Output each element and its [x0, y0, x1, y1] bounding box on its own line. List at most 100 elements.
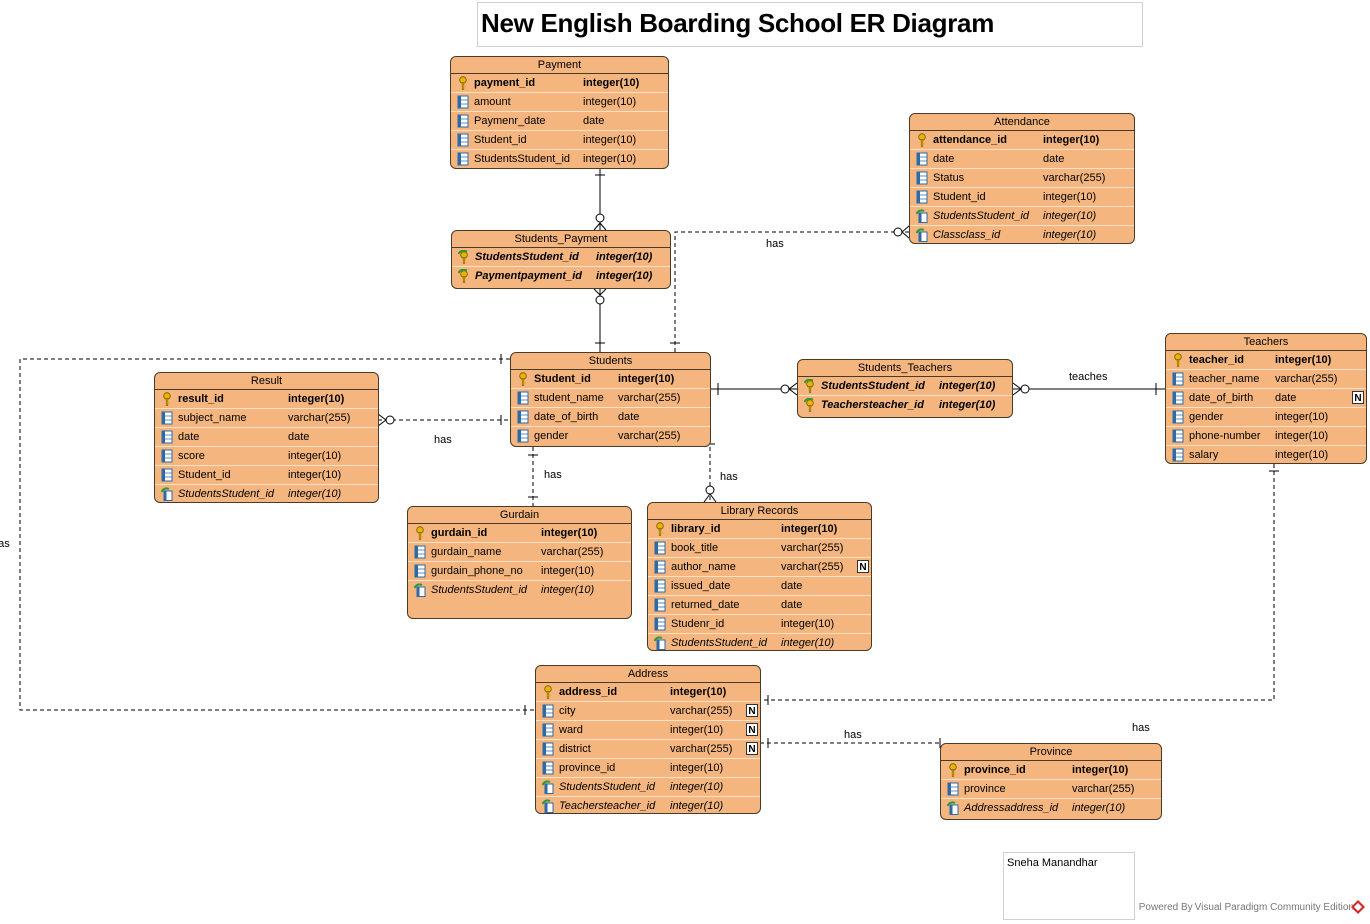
column-name: teacher_id: [1189, 354, 1245, 366]
column-type: integer(10): [1275, 430, 1329, 442]
column-type: date: [618, 411, 640, 423]
column-icon: [161, 468, 173, 482]
column-icon: [517, 429, 529, 443]
column-type: date: [781, 580, 803, 592]
diagram-title-box: New English Boarding School ER Diagram: [477, 2, 1143, 47]
column-name: Paymenr_date: [474, 115, 546, 127]
column-name: salary: [1189, 449, 1219, 461]
rel-label-teaches: teaches: [1069, 371, 1108, 383]
column-type: date: [1275, 392, 1297, 404]
nullable-flag: N: [746, 704, 758, 717]
column-type: integer(10): [541, 584, 595, 596]
column-name: library_id: [671, 523, 721, 535]
column-name: date: [933, 153, 955, 165]
column-icon: [654, 560, 666, 574]
column-name: address_id: [559, 686, 618, 698]
column-name: Teachersteacher_id: [559, 800, 656, 812]
column-icon: [1172, 448, 1184, 462]
column-type: integer(10): [1072, 802, 1126, 814]
column-name: date: [178, 431, 200, 443]
column-icon: [542, 723, 554, 737]
column-type: integer(10): [670, 686, 727, 698]
column-name: StudentsStudent_id: [671, 637, 768, 649]
column-type: date: [288, 431, 310, 443]
column-type: integer(10): [1275, 354, 1332, 366]
column-name: province: [964, 783, 1006, 795]
column-type: integer(10): [583, 96, 637, 108]
entity-column-row[interactable]: address_id integer(10): [536, 683, 760, 702]
column-icon: [414, 564, 426, 578]
column-name: StudentsStudent_id: [474, 153, 571, 165]
author-note: Sneha Manandhar: [1003, 852, 1135, 920]
entity-column-row[interactable]: date date: [155, 428, 378, 447]
column-type: integer(10): [781, 637, 835, 649]
nullable-flag: N: [746, 723, 758, 736]
entity-name: Province: [941, 744, 1161, 761]
rel-label-address-province: has: [844, 729, 862, 741]
entity-column-row[interactable]: teacher_id integer(10): [1166, 351, 1366, 370]
entity-column-row[interactable]: StudentsStudent_id integer(10): [648, 634, 871, 650]
column-name: StudentsStudent_id: [933, 210, 1030, 222]
column-name: Student_id: [178, 469, 231, 481]
